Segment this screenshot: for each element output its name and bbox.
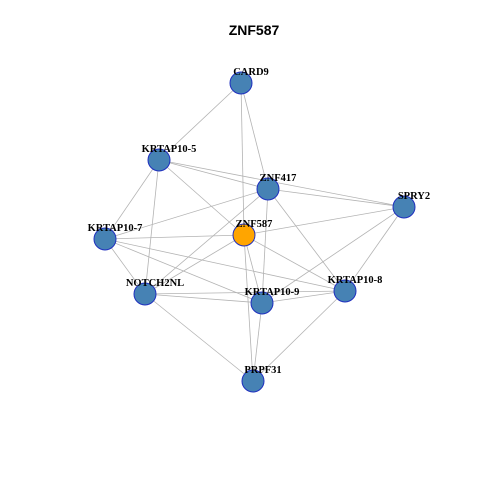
edge-krtap10-7-znf587 — [104, 234, 245, 240]
edge-notch2nl-krtap10-9 — [144, 293, 263, 304]
edge-krtap10-5-spry2 — [158, 159, 405, 208]
edge-card9-krtap10-5 — [158, 82, 242, 161]
edge-znf417-krtap10-9 — [261, 188, 269, 304]
edge-krtap10-9-krtap10-8 — [261, 290, 346, 304]
edge-krtap10-5-znf417 — [158, 159, 269, 190]
node-label-prpf31: PRPF31 — [244, 365, 281, 376]
diagram-title: ZNF587 — [229, 22, 280, 38]
edge-notch2nl-krtap10-8 — [144, 290, 346, 295]
edge-znf587-krtap10-8 — [243, 234, 346, 292]
edge-znf587-prpf31 — [243, 234, 254, 382]
edge-znf587-krtap10-9 — [243, 234, 263, 304]
node-label-znf587: ZNF587 — [236, 219, 273, 230]
node-znf417 — [256, 177, 280, 201]
edge-krtap10-5-notch2nl — [144, 159, 160, 295]
node-krtap10-7 — [93, 227, 117, 251]
edge-spry2-znf587 — [243, 206, 405, 236]
node-spry2 — [392, 195, 416, 219]
edge-znf417-notch2nl — [144, 188, 269, 295]
edge-layer — [104, 82, 405, 382]
node-krtap10-5 — [147, 148, 171, 172]
edge-krtap10-7-krtap10-8 — [104, 238, 346, 292]
edge-krtap10-5-krtap10-7 — [104, 159, 160, 240]
edge-card9-znf587 — [240, 82, 245, 236]
node-layer — [93, 71, 416, 393]
edge-notch2nl-prpf31 — [144, 293, 254, 382]
node-krtap10-8 — [333, 279, 357, 303]
edge-krtap10-9-prpf31 — [252, 302, 263, 382]
edge-znf417-spry2 — [267, 188, 405, 208]
node-label-spry2: SPRY2 — [398, 191, 430, 202]
node-label-card9: CARD9 — [233, 67, 269, 78]
node-label-krtap10-9: KRTAP10-9 — [245, 287, 300, 298]
node-label-notch2nl: NOTCH2NL — [126, 278, 184, 289]
node-znf587 — [232, 223, 256, 247]
edge-znf417-krtap10-8 — [267, 188, 346, 292]
node-notch2nl — [133, 282, 157, 306]
node-krtap10-9 — [250, 291, 274, 315]
node-label-krtap10-5: KRTAP10-5 — [142, 144, 197, 155]
edge-znf587-notch2nl — [144, 234, 245, 295]
edge-card9-znf417 — [240, 82, 269, 190]
edge-znf417-krtap10-7 — [104, 188, 269, 240]
node-label-krtap10-8: KRTAP10-8 — [328, 275, 383, 286]
node-label-krtap10-7: KRTAP10-7 — [88, 223, 143, 234]
edge-spry2-krtap10-9 — [261, 206, 405, 304]
edge-krtap10-8-prpf31 — [252, 290, 346, 382]
node-card9 — [229, 71, 253, 95]
node-label-znf417: ZNF417 — [260, 173, 297, 184]
edge-krtap10-5-znf587 — [158, 159, 245, 236]
node-prpf31 — [241, 369, 265, 393]
edge-spry2-krtap10-8 — [344, 206, 405, 292]
